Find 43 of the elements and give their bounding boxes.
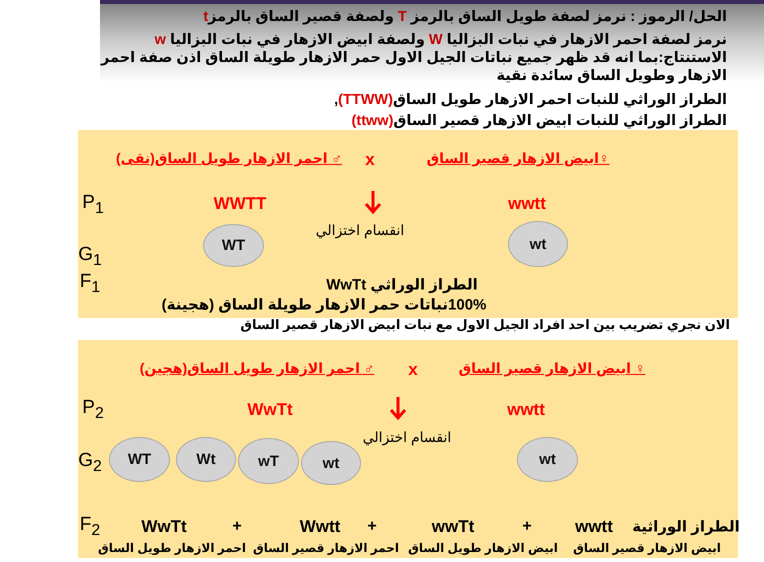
genotype-text: wwtt <box>507 400 545 420</box>
gamete-oval: WT <box>203 224 264 267</box>
generation-label: F$_{2}$ <box>80 514 100 540</box>
phenotype-text: احمر الازهار قصير الساق <box>252 542 400 556</box>
parent-heading: ♂ احمر الازهار طويل الساق(نقى) <box>116 150 342 166</box>
conclusion-text: الاستنتاج:بما انه قد ظهر جميع نباتات الجيل الاول حمر الازهار طويلة الساق اذن صفة احمر الازهار وطويل الساق سائدة نقية <box>99 49 727 86</box>
generation-label: P$_{2}$ <box>82 397 104 423</box>
generation-label: F$_{1}$ <box>80 271 100 297</box>
cross-panel <box>78 130 738 318</box>
genotype-text: wwtt <box>508 194 546 214</box>
cross-symbol: x <box>408 360 418 380</box>
gamete-oval: wt <box>517 437 578 482</box>
phenotype-text: احمر الازهار طويل الساق <box>98 542 246 556</box>
gamete-oval: wT <box>238 438 299 484</box>
cross-symbol: x <box>365 150 375 170</box>
gamete-oval: Wt <box>176 437 236 482</box>
parent-heading: ♂ احمر الازهار طويل الساق(هجين) <box>140 360 374 376</box>
gamete-oval: WT <box>109 437 170 482</box>
genotype-text: WwTt <box>247 400 293 420</box>
genotype-text: WWTT <box>214 194 266 214</box>
generation-label: P$_{1}$ <box>82 192 104 218</box>
genotype-label: الطراز الوراثية <box>632 518 740 536</box>
plus-sign: + <box>522 518 532 536</box>
parent-heading: ♀ ابيض الازهار قصير الساق <box>458 360 646 376</box>
phenotype-text: ابيض الازهار قصير الساق <box>573 542 721 556</box>
genotype-text: Wwtt <box>300 517 340 537</box>
gamete-oval: wt <box>301 441 361 485</box>
genotype-text: wwtt <box>575 517 613 537</box>
gamete-oval: wt <box>508 221 568 267</box>
genotype-label: الطراز الوراثي WwTt <box>326 276 478 294</box>
plus-sign: + <box>232 518 242 536</box>
plus-sign: + <box>367 518 377 536</box>
result-text: 100%نباتات حمر الازهار طويلة الساق (هجينة) <box>162 296 486 314</box>
meiosis-caption: انقسام اختزالي <box>316 222 404 238</box>
genotype-text: wwTt <box>432 517 474 537</box>
generation-label: G$_{1}$ <box>78 244 102 270</box>
phenotype-text: ابيض الازهار طويل الساق <box>408 542 558 556</box>
cross-panel <box>78 340 738 558</box>
parent-heading: ♀ابيض الازهار قصير الساق <box>426 150 610 166</box>
meiosis-caption: انقسام اختزالي <box>362 428 452 446</box>
generation-label: G$_{2}$ <box>78 450 102 476</box>
genotype-text: WwTt <box>141 517 187 537</box>
instruction-text: الان نجري تضريب بين احد افراد الجيل الاول مع نبات ابيض الازهار قصير الساق <box>240 316 730 334</box>
